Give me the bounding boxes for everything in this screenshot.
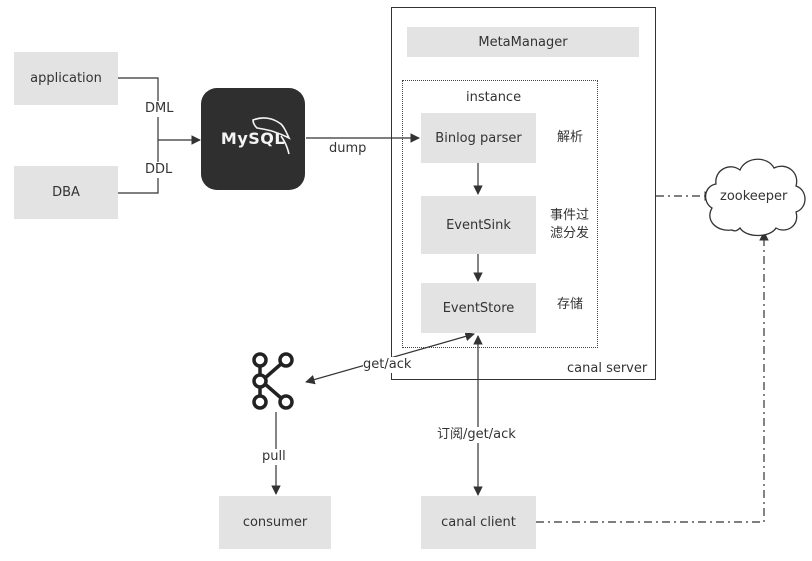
parse-label: 解析: [557, 130, 584, 145]
instance-label: instance: [466, 90, 522, 105]
instance-frame: [402, 80, 598, 348]
canal-client-label: canal client: [441, 515, 516, 530]
filter-label-line2: 滤分发: [550, 226, 590, 241]
dba-label: DBA: [52, 185, 80, 200]
eventstore-box: EventStore: [421, 283, 536, 333]
kafka-icon: [252, 352, 294, 410]
eventsink-box: EventSink: [421, 196, 536, 254]
canal-server-frame: [391, 7, 656, 380]
eventsink-label: EventSink: [446, 217, 511, 233]
dba-to-mysql-line: [118, 140, 159, 194]
mysql-wordmark: MySQL: [220, 129, 286, 148]
zookeeper-label: zookeeper: [720, 189, 788, 204]
store-label: 存储: [557, 297, 584, 312]
canal-server-label: canal server: [567, 361, 648, 376]
cloud-icon: [705, 158, 806, 237]
metamanager-box: MetaManager: [407, 27, 639, 57]
consumer-label: consumer: [242, 515, 308, 530]
client-zookeeper-arrow: [536, 231, 769, 523]
application-label: application: [30, 71, 102, 86]
pull-label: pull: [262, 449, 286, 465]
metamanager-label: MetaManager: [478, 34, 568, 50]
dump-label: dump: [329, 141, 367, 157]
consumer-box: consumer: [219, 496, 331, 549]
dolphin-icon: [252, 117, 291, 155]
eventstore-label: EventStore: [442, 300, 515, 316]
binlog-parser-box: Binlog parser: [421, 113, 536, 163]
binlog-parser-label: Binlog parser: [435, 130, 522, 146]
get-ack-label: get/ack: [363, 357, 412, 373]
filter-label-line1: 事件过: [550, 208, 590, 223]
dml-label: DML: [145, 101, 174, 117]
canal-client-box: canal client: [421, 496, 536, 549]
mysql-logo: MySQL: [201, 88, 305, 190]
dba-box: DBA: [14, 166, 118, 219]
ddl-label: DDL: [145, 162, 173, 178]
subscribe-label: 订阅/get/ack: [437, 427, 516, 443]
application-box: application: [14, 52, 118, 105]
